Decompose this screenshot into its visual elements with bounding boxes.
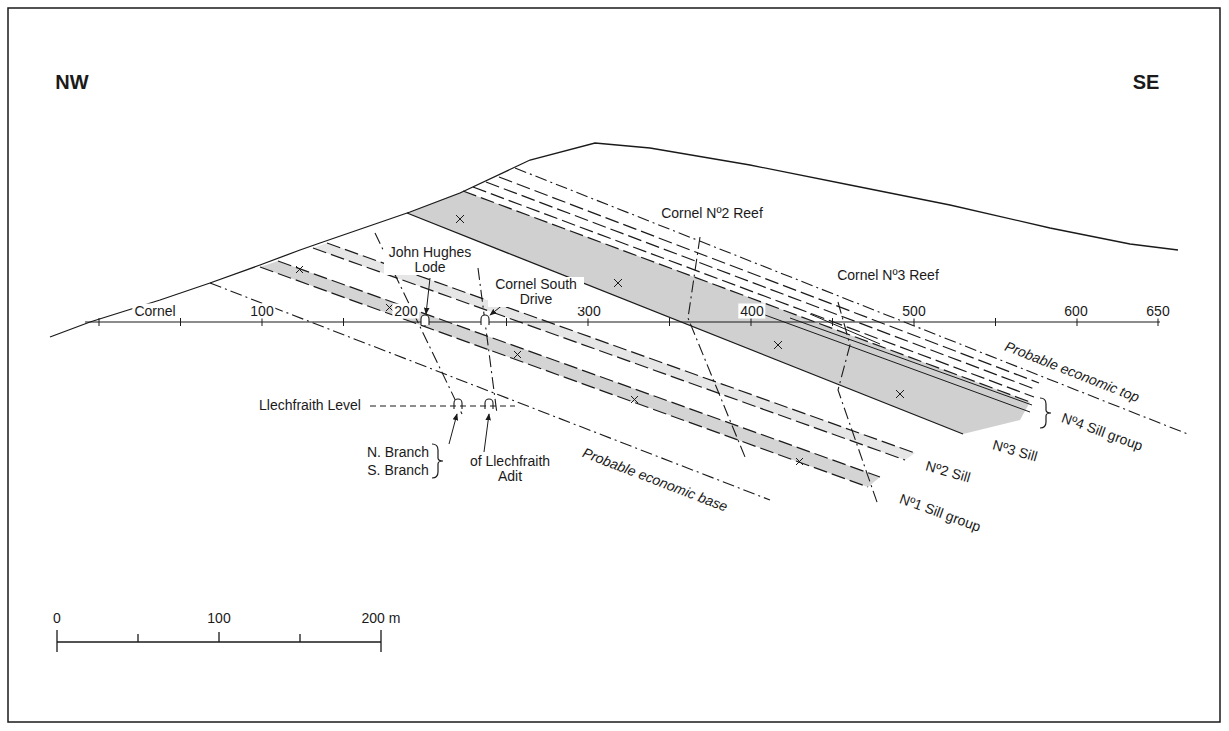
sill-line <box>765 315 1030 412</box>
sill-label: Nº1 Sill group <box>895 491 984 536</box>
limit-label: Probable economic top <box>1001 338 1143 406</box>
reef-line <box>688 237 745 457</box>
compass-label: NW <box>53 71 90 93</box>
distance-label: 600 <box>1062 304 1089 319</box>
brace <box>432 444 443 478</box>
sill-label: Nº2 Sill <box>922 458 974 486</box>
sill-band <box>260 261 880 487</box>
adit-symbol <box>421 315 493 409</box>
sill-edge <box>407 213 963 434</box>
limit-label: Probable economic base <box>579 445 732 516</box>
reef-label: Cornel Nº2 Reef <box>659 206 765 221</box>
scale-label: 100 <box>205 611 232 626</box>
distance-label: 100 <box>248 304 275 319</box>
branch-label: S. Branch <box>365 463 430 478</box>
cross-marks <box>296 215 904 465</box>
economic-top-line <box>515 168 1190 435</box>
scale-label: 200 m <box>360 611 403 626</box>
scale-label: 0 <box>51 611 63 626</box>
drive-label: Cornel South Drive <box>488 277 584 307</box>
axis-ticks <box>99 318 1158 326</box>
leader-arrow <box>484 414 489 452</box>
sill-edge <box>463 191 1030 402</box>
distance-label: 200 <box>392 304 419 319</box>
section-axis <box>85 321 1160 322</box>
economic-base-line <box>210 283 770 500</box>
reef-label: Cornel Nº3 Reef <box>835 268 941 283</box>
brace <box>1040 398 1051 428</box>
reef-line <box>838 302 878 505</box>
level-label: Llechfraith Level <box>257 398 363 413</box>
sill-band <box>407 191 1030 434</box>
sill-edge <box>278 261 880 477</box>
sill-label: Nº4 Sill group <box>1057 410 1146 455</box>
sill-line <box>790 318 1032 405</box>
sill-edge <box>260 267 868 487</box>
place-name: Cornel <box>132 304 177 319</box>
distance-label: 400 <box>738 304 765 319</box>
distance-label: 500 <box>900 304 927 319</box>
thin-sills <box>765 314 1032 412</box>
leader-arrow <box>449 414 457 444</box>
frame <box>8 8 1220 722</box>
branch-label: N. Branch <box>365 445 431 460</box>
scale-ticks <box>57 630 381 652</box>
sill-line <box>486 182 1037 390</box>
compass-label: SE <box>1131 71 1162 93</box>
ground-surface <box>50 143 1178 337</box>
sill-line <box>473 187 1034 397</box>
lode-label: John Hughes Lode <box>384 245 476 275</box>
leader-arrow <box>426 278 430 314</box>
sill-group-lines <box>473 177 1039 397</box>
distance-label: 650 <box>1144 304 1171 319</box>
adit-label: of Llechfraith Adit <box>458 454 562 484</box>
level-line <box>370 406 515 407</box>
sill-label: Nº3 Sill <box>989 437 1041 465</box>
